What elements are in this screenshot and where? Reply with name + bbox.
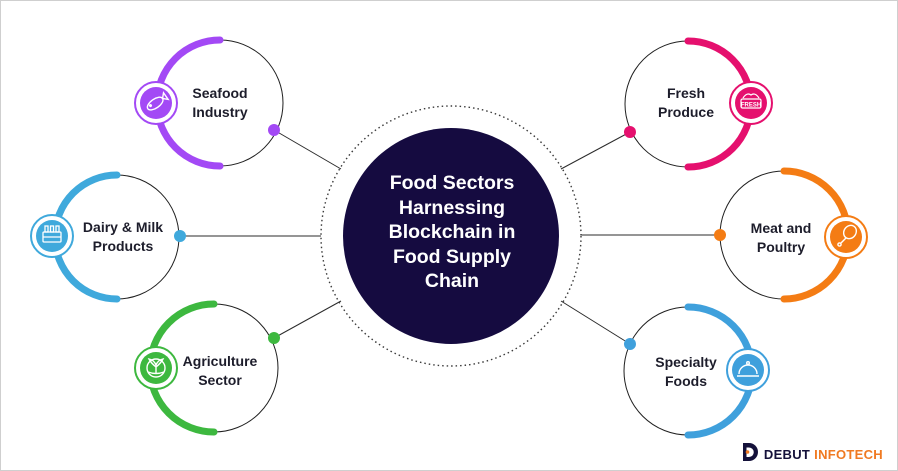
dairy-dot xyxy=(174,230,186,242)
sector-meat xyxy=(714,167,868,303)
seafood-label: Seafood Industry xyxy=(155,84,285,122)
fresh-badge-icon: FRESH xyxy=(740,93,762,109)
specialty-icon-bg xyxy=(732,354,764,386)
dairy-icon-bg xyxy=(36,220,68,252)
dairy-label-line: Dairy & Milk xyxy=(82,219,164,235)
sector-specialty xyxy=(623,303,770,439)
center-title-line: Harnessing xyxy=(398,196,506,219)
fresh-ring-outline xyxy=(624,40,689,168)
center-title: Food Sectors Harnessing Blockchain in Fo… xyxy=(352,171,552,294)
seafood-ring-outline xyxy=(219,39,284,167)
center-title-line: Chain xyxy=(424,270,480,292)
brand-logo: DEBUT INFOTECH xyxy=(738,447,883,462)
meat-label: Meat and Poultry xyxy=(716,219,846,257)
meat-label-line: Meat and xyxy=(750,220,812,236)
agriculture-label-line: Agriculture xyxy=(182,353,258,369)
fresh-label-line: Fresh xyxy=(666,85,706,101)
sector-dairy xyxy=(30,171,186,303)
fresh-icon-bg xyxy=(735,87,767,119)
sector-agriculture xyxy=(134,300,280,436)
sector-seafood xyxy=(134,36,284,170)
agriculture-ring-outline xyxy=(213,303,279,433)
fresh-label: Fresh Produce xyxy=(621,84,751,122)
fresh-dot xyxy=(624,126,636,138)
milk-crate-icon xyxy=(42,225,62,243)
brand-word-infotech: INFOTECH xyxy=(814,447,883,462)
meat-label-line: Poultry xyxy=(756,239,806,255)
center-dotted-ring xyxy=(320,105,582,367)
sector-fresh: FRESH xyxy=(624,37,773,171)
center-title-line: Blockchain in xyxy=(388,221,516,243)
debut-logo-icon xyxy=(743,443,758,461)
connector-fresh xyxy=(560,131,631,170)
seafood-label-line: Industry xyxy=(192,104,248,120)
center-title-line: Food Supply xyxy=(392,245,512,268)
fresh-label-line: Produce xyxy=(657,104,714,120)
specialty-label: Specialty Foods xyxy=(621,353,751,391)
agriculture-label-line: Sector xyxy=(198,372,242,388)
brand-word-debut: DEBUT xyxy=(763,447,811,462)
meat-dot xyxy=(714,229,726,241)
fish-icon xyxy=(146,91,170,111)
center-title-line: Food Sectors xyxy=(389,172,515,194)
connector-agriculture xyxy=(273,300,342,339)
food-cloche-icon xyxy=(737,361,759,377)
agriculture-dot xyxy=(268,332,280,344)
fresh-badge-text: FRESH xyxy=(741,103,761,109)
chicken-leg-icon xyxy=(837,224,858,247)
connector-specialty xyxy=(560,300,631,345)
specialty-label-line: Foods xyxy=(665,373,707,389)
center-hub xyxy=(343,128,559,344)
specialty-dot xyxy=(624,338,636,350)
connector-seafood xyxy=(273,129,342,170)
dairy-label-line: Products xyxy=(92,238,154,254)
seafood-dot xyxy=(268,124,280,136)
dairy-label: Dairy & Milk Products xyxy=(58,218,188,256)
connector-lines xyxy=(180,129,720,345)
agriculture-label: Agriculture Sector xyxy=(155,352,285,390)
specialty-ring-outline xyxy=(623,306,689,436)
seafood-label-line: Seafood xyxy=(192,85,248,101)
specialty-label-line: Specialty xyxy=(655,354,717,370)
plant-icon xyxy=(146,358,166,378)
seafood-icon-bg xyxy=(140,87,172,119)
